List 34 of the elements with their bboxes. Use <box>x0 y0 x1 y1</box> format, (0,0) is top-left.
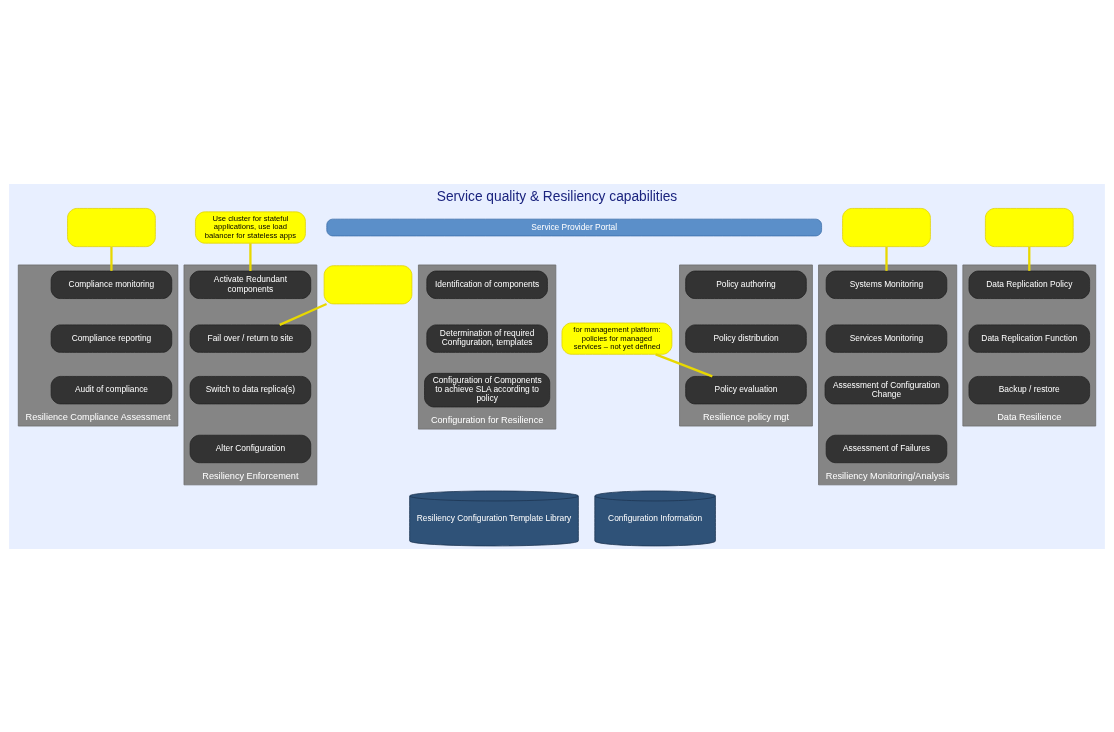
node-box: for management platform: policies for managed services – not yet defined <box>561 322 673 355</box>
connector <box>885 246 888 271</box>
connector <box>249 242 252 271</box>
node-box: Fail over / return to site <box>189 324 312 353</box>
node-box: Assessment of Configuration Change <box>824 375 949 404</box>
node-box: Alter Configuration <box>189 434 312 463</box>
connector <box>655 352 713 377</box>
connector <box>1028 246 1031 271</box>
node-box: Policy evaluation <box>685 375 807 404</box>
node-box: Compliance reporting <box>50 324 173 353</box>
node-box: Services Monitoring <box>825 324 948 353</box>
node-box: Use cluster for stateful applications, use load balancer for stateless apps <box>195 211 306 244</box>
node-box: Backup / restore <box>968 375 1090 404</box>
node-callout <box>842 207 931 247</box>
node-box: Service Provider Portal <box>326 218 822 236</box>
node-box: Policy distribution <box>685 324 807 353</box>
connector <box>279 302 327 326</box>
node-box: Switch to data replica(s) <box>189 375 312 404</box>
node-box: Identification of components <box>426 270 548 299</box>
node-callout <box>985 207 1074 247</box>
connector <box>110 246 113 271</box>
node-box: Activate Redundant components <box>189 270 312 299</box>
node-box: Data Replication Function <box>968 324 1090 353</box>
node-box: Configuration of Components to achieve SLA according to policy <box>424 372 551 407</box>
diagram-title: Service quality & Resiliency capabilities <box>436 188 678 204</box>
node-box: Audit of compliance <box>50 375 173 404</box>
node-box: Compliance monitoring <box>50 270 173 299</box>
node-box: Policy authoring <box>685 270 807 299</box>
node-box: Systems Monitoring <box>825 270 948 299</box>
node-box: Data Replication Policy <box>968 270 1090 299</box>
node-box: Assessment of Failures <box>825 434 948 463</box>
node-box: Determination of required Configuration, templates <box>426 324 548 353</box>
node-callout <box>67 207 156 247</box>
node-callout <box>323 264 413 304</box>
